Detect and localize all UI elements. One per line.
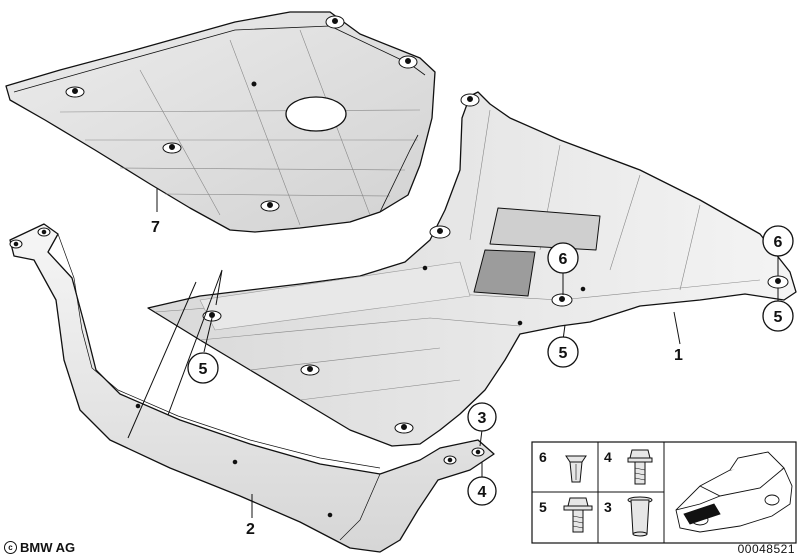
callout-bubble-3: 3	[467, 402, 497, 432]
callout-part-2: 2	[246, 521, 255, 538]
callout-bubble-5-left: 5	[187, 352, 219, 384]
callout-part-1: 1	[674, 347, 683, 364]
callout-bubble-6-mid: 6	[547, 242, 579, 274]
access-hole	[285, 96, 347, 132]
expansion-nut-icon	[627, 496, 653, 537]
legend-num-3: 3	[604, 499, 612, 515]
document-number: 00048521	[737, 542, 795, 556]
callout-bubble-4: 4	[467, 476, 497, 506]
main-underbody-shield	[147, 91, 797, 447]
callout-bubble-5-mid: 5	[547, 336, 579, 368]
front-underbody-panel	[5, 11, 436, 233]
legend-num-4: 4	[604, 449, 612, 465]
svg-text:3: 3	[478, 410, 487, 427]
callout-part-7: 7	[151, 219, 160, 236]
svg-text:5: 5	[199, 361, 208, 378]
leader-lines	[127, 188, 779, 518]
svg-text:4: 4	[478, 484, 487, 501]
copyright-text: BMW AG	[20, 540, 76, 555]
svg-text:6: 6	[559, 251, 568, 268]
copyright-icon: c	[4, 541, 17, 554]
callout-bubble-5-right: 5	[762, 300, 794, 332]
hex-bolt-icon	[627, 449, 653, 485]
car-location-icon	[675, 451, 793, 533]
legend-num-6: 6	[539, 449, 547, 465]
flange-screw-icon	[563, 497, 593, 533]
callout-bubble-6-right: 6	[762, 225, 794, 257]
push-nut-icon	[565, 455, 587, 483]
svg-text:5: 5	[559, 345, 568, 362]
svg-text:6: 6	[774, 234, 783, 251]
fastener-legend: 6 4 5 3	[531, 441, 797, 544]
copyright-label: c BMW AG	[4, 540, 75, 555]
legend-num-5: 5	[539, 499, 547, 515]
svg-text:5: 5	[774, 309, 783, 326]
